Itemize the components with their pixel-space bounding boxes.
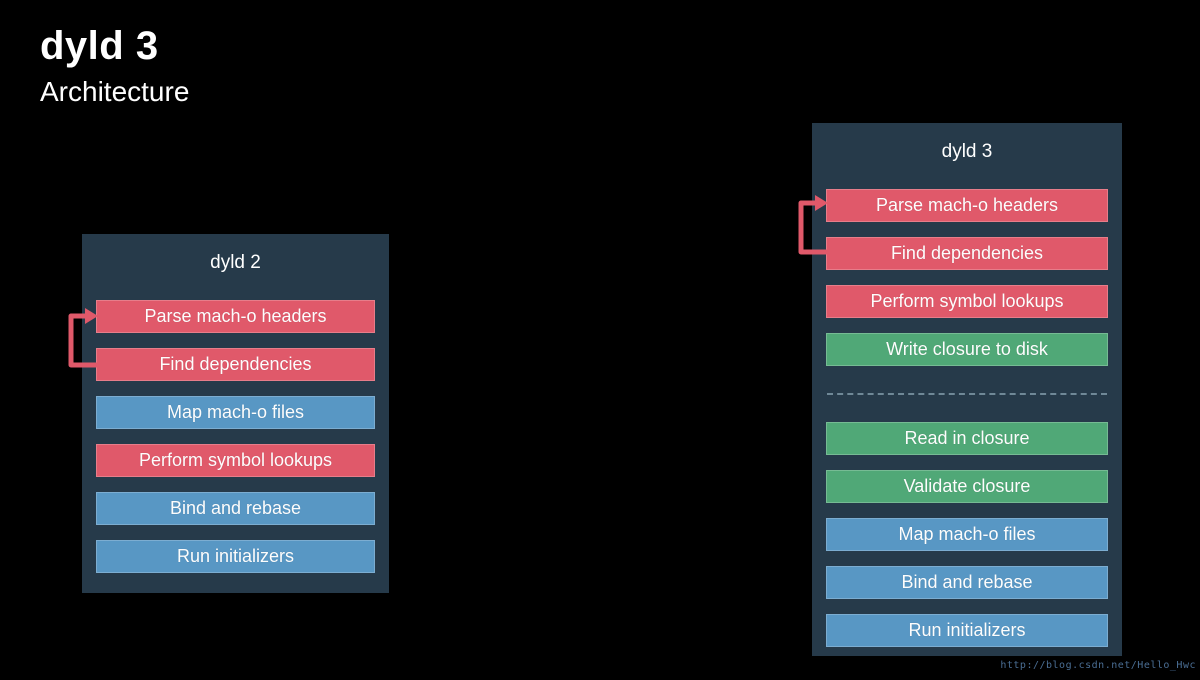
loop-arrow-icon xyxy=(68,308,100,368)
step-row: Bind and rebase xyxy=(96,492,375,525)
loop-arrow-icon xyxy=(798,195,830,255)
step-row: Perform symbol lookups xyxy=(826,285,1108,318)
dyld3-lower-steps: Read in closure Validate closure Map mac… xyxy=(826,422,1108,647)
step-row: Parse mach-o headers xyxy=(826,189,1108,222)
step-row: Bind and rebase xyxy=(826,566,1108,599)
step-row: Write closure to disk xyxy=(826,333,1108,366)
step-row: Run initializers xyxy=(96,540,375,573)
step-row: Run initializers xyxy=(826,614,1108,647)
dyld3-panel: dyld 3 Parse mach-o headers Find depende… xyxy=(812,123,1122,656)
launch-boundary-divider xyxy=(827,393,1107,395)
step-row: Find dependencies xyxy=(96,348,375,381)
page-subtitle: Architecture xyxy=(40,76,190,107)
step-row: Read in closure xyxy=(826,422,1108,455)
dyld3-upper-steps: Parse mach-o headers Find dependencies P… xyxy=(826,189,1108,366)
dyld2-panel: dyld 2 Parse mach-o headers Find depende… xyxy=(82,234,389,593)
step-row: Perform symbol lookups xyxy=(96,444,375,477)
slide-header: dyld 3 Architecture xyxy=(40,24,189,108)
dyld2-panel-title: dyld 2 xyxy=(210,252,261,273)
step-row: Find dependencies xyxy=(826,237,1108,270)
watermark-url: http://blog.csdn.net/Hello_Hwc xyxy=(1000,660,1196,671)
step-row: Map mach-o files xyxy=(96,396,375,429)
dyld3-panel-title: dyld 3 xyxy=(941,141,993,162)
dyld2-steps: Parse mach-o headers Find dependencies M… xyxy=(96,300,375,573)
step-row: Parse mach-o headers xyxy=(96,300,375,333)
step-row: Validate closure xyxy=(826,470,1108,503)
step-row: Map mach-o files xyxy=(826,518,1108,551)
page-title: dyld 3 xyxy=(40,24,159,68)
